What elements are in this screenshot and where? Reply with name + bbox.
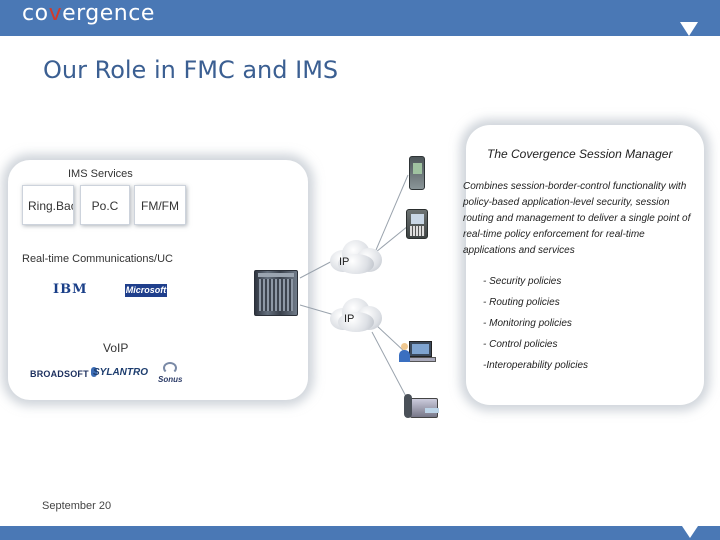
pda-phone-icon — [409, 156, 425, 190]
policy-item-routing: - Routing policies — [483, 297, 560, 308]
policy-item-security: - Security policies — [483, 276, 562, 287]
desk-phone-icon — [404, 392, 439, 420]
session-manager-description: Combines session-border-control function… — [463, 181, 691, 256]
policy-item-interoperability: -Interoperability policies — [483, 360, 589, 371]
service-box-ringback: Ring.Bac — [22, 185, 74, 225]
service-box-poc: Po.C — [80, 185, 130, 225]
server-slots — [259, 279, 293, 311]
laptop-icon — [404, 341, 436, 365]
sylantro-logo: SYLANTRO — [93, 367, 148, 378]
service-box-fmfm: FM/FM — [134, 185, 186, 225]
broadsoft-logo: BROADSOFT — [30, 369, 89, 379]
ims-services-label: IMS Services — [68, 168, 133, 180]
smartphone-icon — [406, 209, 428, 239]
sonus-swirl-icon — [163, 362, 177, 374]
microsoft-logo: Microsoft — [125, 284, 167, 297]
corner-notch-top — [680, 22, 698, 36]
footer-date: September 20 — [42, 500, 112, 512]
sylantro-mark-icon — [91, 367, 97, 377]
corner-notch-bottom — [682, 526, 698, 538]
session-manager-panel — [466, 125, 704, 405]
session-manager-server-icon — [254, 270, 298, 316]
ip-label-bottom: IP — [344, 313, 355, 325]
header-bar — [0, 0, 720, 36]
ip-cloud-bottom-icon — [330, 298, 382, 334]
connector-cloud-laptop — [375, 324, 406, 353]
covergence-logo[interactable]: covergence — [22, 1, 155, 26]
connector-cloud-deskphone — [371, 331, 411, 405]
realtime-communications-label: Real-time Communications/UC — [22, 253, 173, 265]
ibm-logo: IBM — [53, 282, 88, 297]
connector-cloud-pda — [375, 174, 409, 251]
session-manager-title: The Covergence Session Manager — [487, 147, 673, 161]
server-top-panel — [258, 273, 294, 277]
policy-item-control: - Control policies — [483, 339, 558, 350]
sonus-logo: Sonus — [158, 375, 183, 384]
footer-bar — [0, 526, 720, 540]
user-icon — [399, 343, 410, 363]
page-title: Our Role in FMC and IMS — [43, 56, 339, 84]
voip-label: VoIP — [103, 341, 129, 355]
policy-item-monitoring: - Monitoring policies — [483, 318, 572, 329]
ip-label-top: IP — [339, 256, 350, 268]
ip-cloud-top-icon — [330, 240, 382, 274]
connector-cloud-blackberry — [375, 225, 409, 253]
